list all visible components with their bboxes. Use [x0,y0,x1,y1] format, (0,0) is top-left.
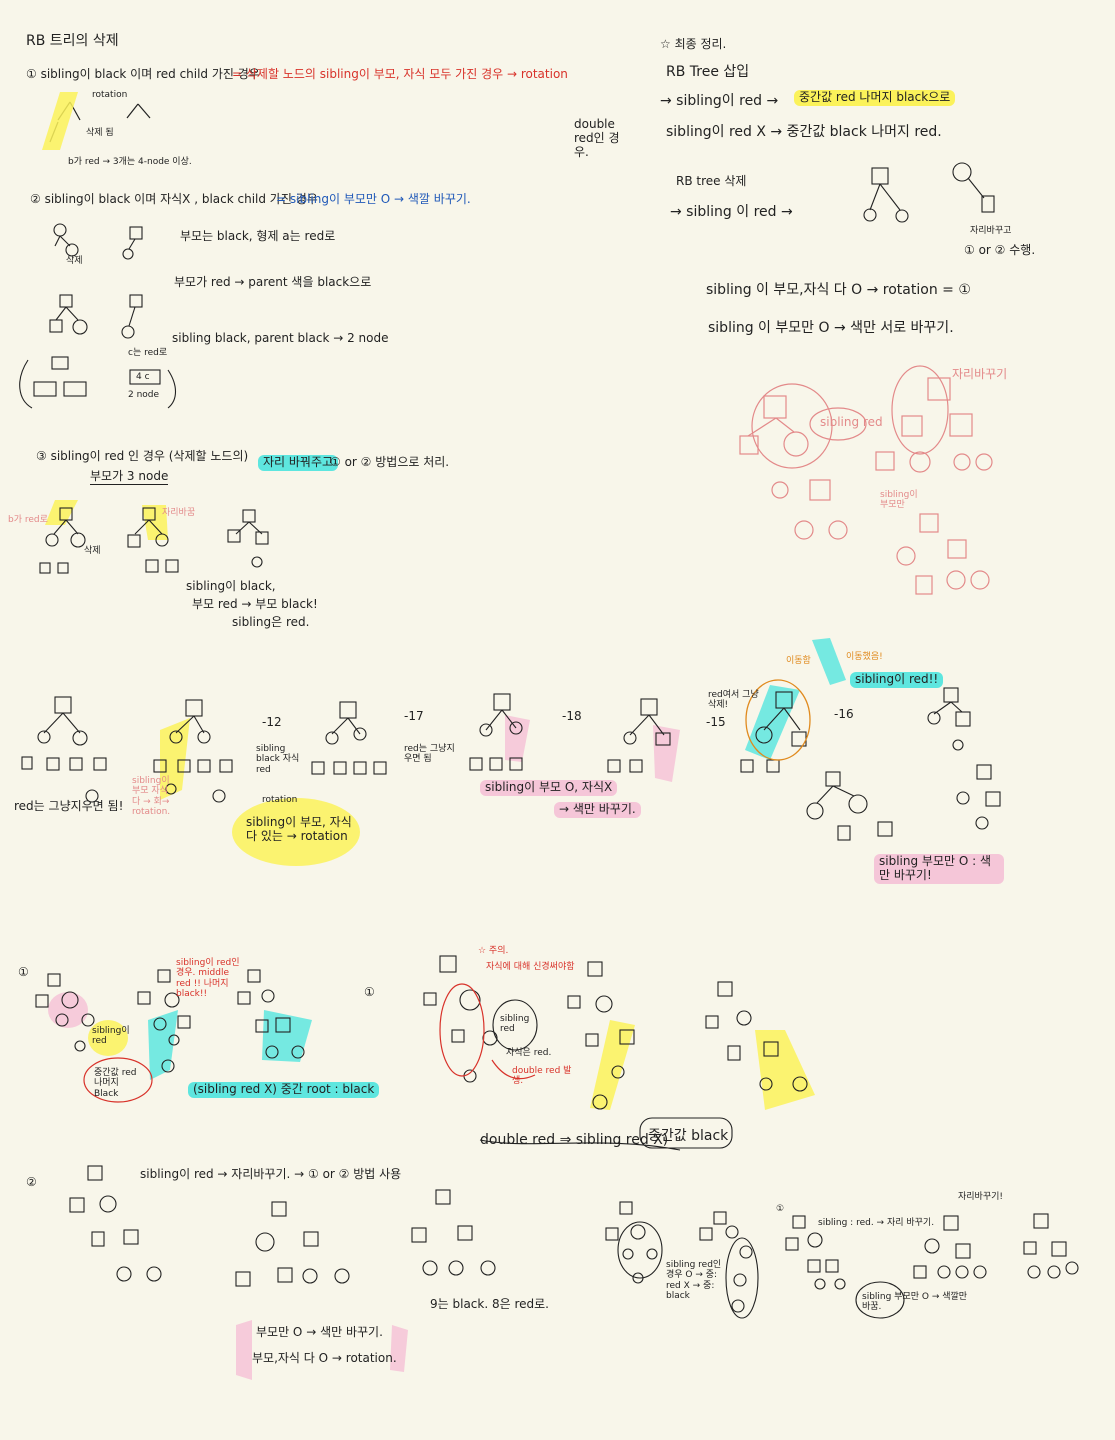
pink-swap: 자리바꾸기 [952,367,1008,381]
case3-highlight: 자리 바꿔주고 [258,455,339,471]
case3-del: 삭제 [84,546,101,556]
row6-pink-2: 부모,자식 다 O → rotation. [252,1351,397,1365]
page-title: RB 트리의 삭제 [26,33,119,49]
row6-mid-notes: sibling red인 경우 O → 중: red X → 중: black [666,1260,722,1302]
case2-deleted2: c는 red로 [128,348,168,358]
insert-line1-highlight: 중간값 red 나머지 black으로 [794,90,956,106]
row4-step-m18: -18 [562,709,582,723]
row5-middle: 중간값 red 나머지 Black [94,1068,137,1099]
row4-rotation: rotation [262,795,298,805]
case1-deleted-label: 삭제 됨 [86,128,114,138]
row4-red-15: red여서 그냥 삭제! [708,690,759,711]
row6-right-swap: 자리바꾸기! [958,1192,1004,1202]
after-swap-note: ① or ② 수행. [964,243,1036,257]
pink-sibling-red: sibling red [820,415,883,429]
row4-pink-highlight-2: → 색만 바꾸기. [554,802,641,818]
swap-note: 자리바꾸고 [970,226,1012,236]
row4-pink-highlight-1: sibling이 부모 O, 자식X [480,780,618,796]
case1-heading: ① sibling이 black 이며 red child 가진 경우 [26,67,260,81]
row5-bottom: double red ⇒ sibling red X) [480,1132,669,1148]
case2-note3: sibling black, parent black → 2 node [172,331,389,345]
row4-swapped: 이동함 [786,656,811,666]
case2-deleted1: 삭제 [66,256,83,266]
row6-right-note: sibling 부모만 O → 색깔만 바꿈. [862,1292,968,1313]
row5-double-note: double red 발생. [512,1066,572,1087]
pink-mid: sibling이 부모만 [880,490,918,511]
row4-yellow-highlight: sibling이 부모, 자식 다 있는 → rotation [246,815,352,843]
row4-step-m17: -17 [404,709,424,723]
case2-note1: 부모는 black, 형제 a는 red로 [180,229,336,243]
row4-moved: 이동했음! [846,652,883,662]
case1-rule: = 삭제할 노드의 sibling이 부모, 자식 모두 가진 경우 → rot… [232,67,568,81]
row5-bottom-box: 중간값 black [648,1128,729,1144]
row5-star: ☆ 주의. [478,946,509,956]
row5-child-note: 자식에 대해 신경써야함 [486,962,575,972]
row6-pink-1: 부모만 O → 색만 바꾸기. [256,1325,383,1339]
row4-red-simple: red는 그냥지우면 됨 [404,744,455,765]
row4-red-note: red는 그냥지우면 됨! [14,799,124,813]
row5-sibling-red2: sibling red [500,1014,530,1035]
case3-heading: ③ sibling이 red 인 경우 (삭제할 노드의) [36,449,249,463]
row6-right-label: ① [776,1204,785,1214]
case3-note3: sibling은 red. [232,615,310,629]
row5-label-b: ① [364,985,375,999]
case2-bracket-note: 2 node [128,390,160,400]
case1-rotation-label: rotation [92,90,128,100]
row4-step-m16: -16 [834,707,854,721]
case3-rest: ① or ② 방법으로 처리. [330,455,450,469]
row5-sibling-red: sibling이 red [92,1026,130,1047]
row5-red-note: 자식은 red. [506,1048,552,1058]
row4-pink-side: sibling이 부모 자식 다 → 회→ rotation. [132,776,171,818]
row4-sib-black: sibling black 자식 red [256,744,300,775]
summary-star: ☆ 최종 정리. [660,37,727,51]
row4-step-m15: -15 [706,715,726,729]
case3-note1: sibling이 black, [186,579,276,593]
case2-bracket-label: 4 c [136,372,150,382]
case2-heading: ② sibling이 black 이며 자식X , black child 가진… [30,192,318,206]
double-red-label: double red인 경우. [574,117,620,159]
delete-line3: → sibling 이 red → [670,204,793,220]
case2-rule: = sibling이 부모만 O → 색깔 바꾸기. [276,192,471,206]
insert-line1: → sibling이 red → [660,93,779,109]
row4-step-m12: -12 [262,715,282,729]
row4-pink-highlight-3: sibling 부모만 O : 색만 바꾸기! [874,854,1004,884]
row4-sibling-red: sibling이 red!! [850,672,944,688]
case1-note: b가 red → 3개는 4-node 이상. [68,157,192,167]
case3-note2: 부모 red → 부모 black! [192,597,318,611]
case3-top-note: 자리바꿈 [162,508,196,518]
row5-label-a: ① [18,965,29,979]
case3-sub: 부모가 3 node [90,469,169,485]
delete-rule2: sibling 이 부모만 O → 색만 서로 바꾸기. [708,320,954,336]
row5-cyan-highlight: (sibling red X) 중간 root : black [188,1082,380,1098]
insert-line2: sibling이 red X → 중간값 black 나머지 red. [666,124,942,140]
row6-final: 9는 black. 8은 red로. [430,1297,549,1311]
case2-note2: 부모가 red → parent 색을 black으로 [174,275,372,289]
case3-side: b가 red로 [8,515,48,525]
row6-heading: sibling이 red → 자리바꾸기. → ① or ② 방법 사용 [140,1167,402,1181]
row6-label: ② [26,1175,37,1189]
delete-title: RB tree 삭제 [676,174,747,188]
insert-title: RB Tree 삽입 [666,64,750,80]
row6-right-head: sibling : red. → 자리 바꾸기. [818,1218,935,1228]
row5-sibling-red-note: sibling이 red인경우. middle red !! 나머지 black… [176,958,240,1000]
delete-rule1: sibling 이 부모,자식 다 O → rotation = ① [706,282,971,298]
